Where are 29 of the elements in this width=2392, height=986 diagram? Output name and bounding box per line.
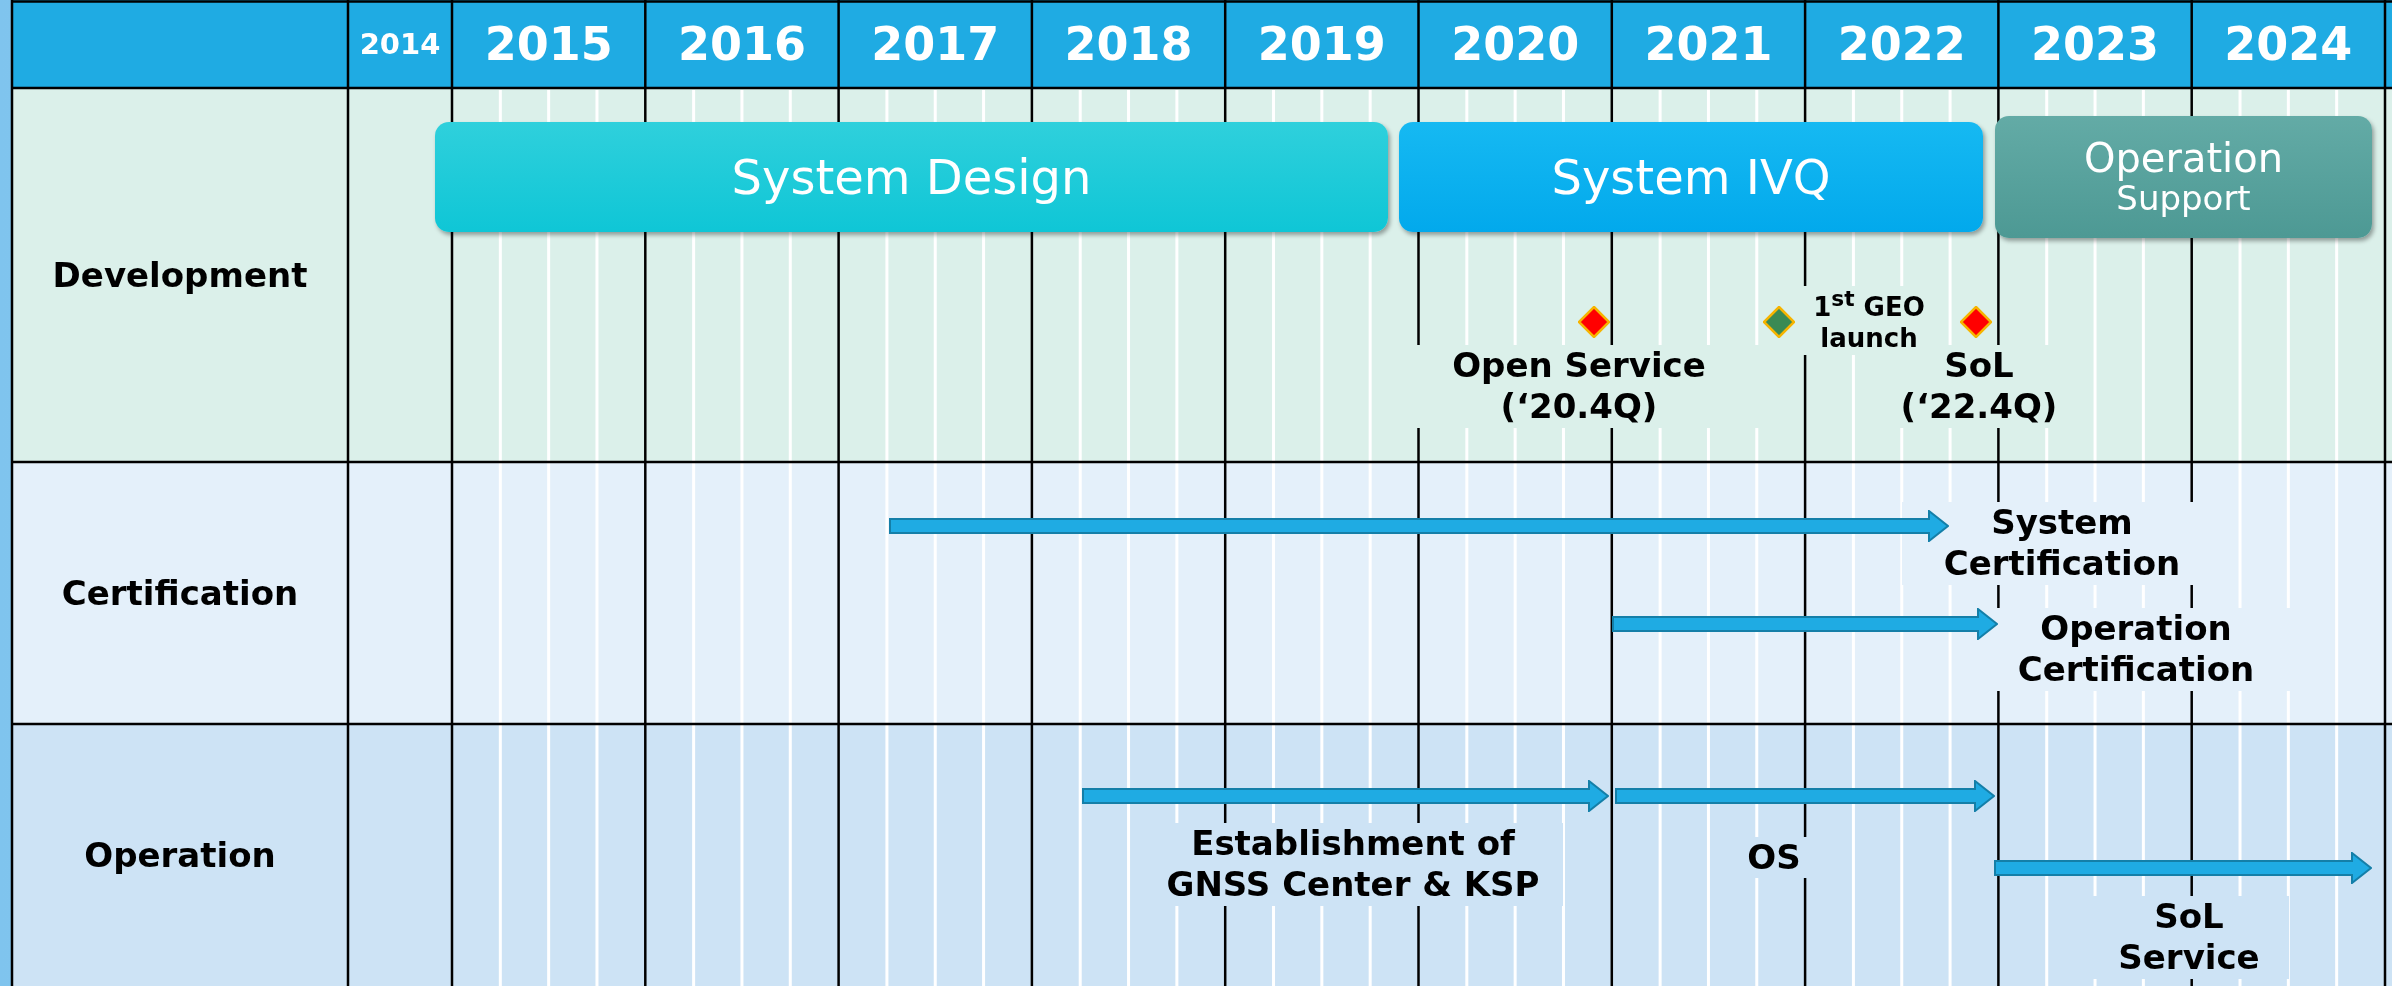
year-heading: 2021	[1644, 17, 1773, 71]
year-heading: 2022	[1837, 17, 1966, 71]
year-heading: 2016	[677, 17, 806, 71]
year-heading: 2019	[1257, 17, 1386, 71]
milestone-diamond	[1763, 306, 1795, 338]
duration-bar	[889, 510, 1949, 542]
duration-bar	[1082, 780, 1609, 812]
phase-title: Support	[2116, 180, 2251, 218]
year-heading: 2015	[484, 17, 613, 71]
year-heading: 2017	[871, 17, 1000, 71]
milestone-diamond	[1578, 306, 1610, 338]
year-heading: 2018	[1064, 17, 1193, 71]
row-heading: Certification	[61, 573, 299, 613]
phase-bar	[435, 122, 1388, 232]
row-heading: Operation	[84, 835, 276, 875]
year-heading: 2023	[2031, 17, 2160, 71]
phase-title: System IVQ	[1551, 150, 1831, 204]
duration-bar	[1994, 852, 2372, 884]
year-heading: 2024	[2224, 17, 2353, 71]
row-heading: Development	[52, 255, 308, 295]
duration-bar	[1612, 608, 1998, 640]
milestone-diamond	[1960, 306, 1992, 338]
phase-bar	[1399, 122, 1983, 232]
phase-title: System Design	[731, 150, 1092, 204]
year-heading: 2014	[359, 27, 441, 61]
duration-bar	[1615, 780, 1995, 812]
phase-bar	[1995, 116, 2372, 238]
year-heading: 2020	[1451, 17, 1580, 71]
phase-title: Operation	[2083, 136, 2284, 181]
